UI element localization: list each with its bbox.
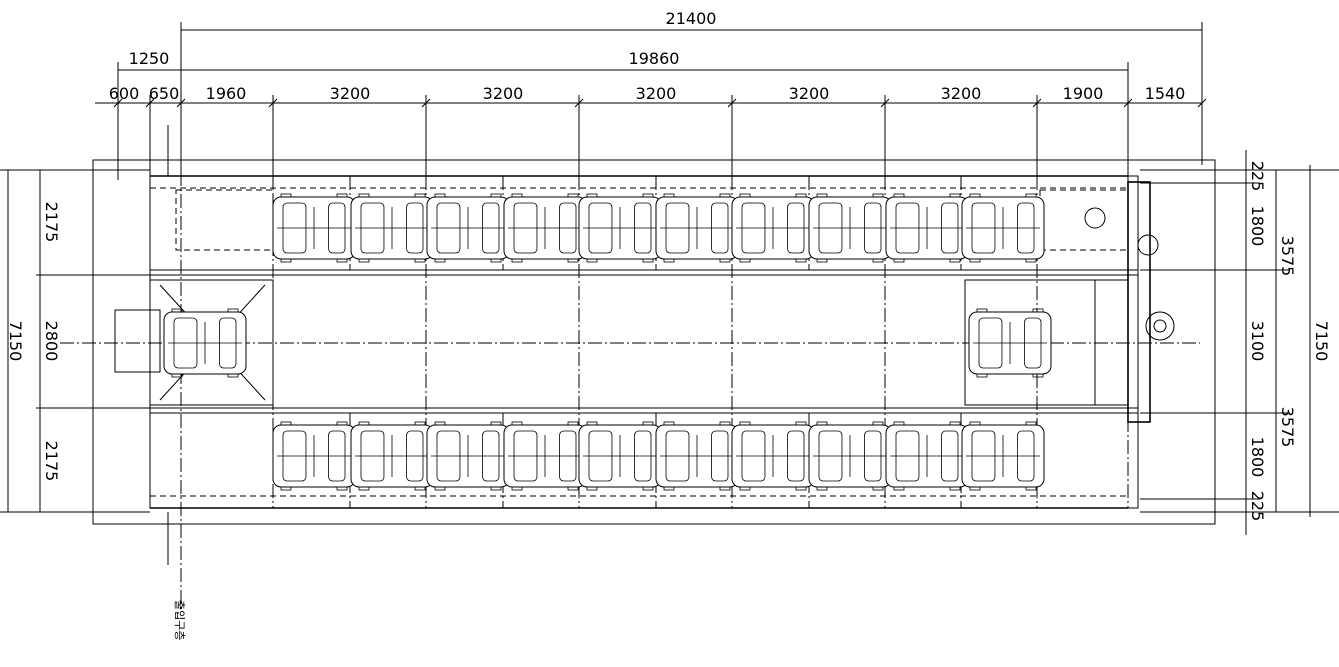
- dim-right-bottom-margin: 225: [1248, 491, 1267, 522]
- parked-car: [808, 421, 892, 491]
- dim-first-bay: 1960: [206, 84, 247, 103]
- dim-right-lower: 3575: [1278, 407, 1297, 448]
- parked-car: [272, 193, 356, 263]
- dim-right-top-margin: 225: [1248, 161, 1267, 192]
- dim-right-middle: 3100: [1248, 321, 1267, 362]
- dim-right-top-row: 1800: [1248, 206, 1267, 247]
- top-dimension-chains: 21400 1250 19860 600 650 1: [95, 9, 1207, 180]
- turntable-cars: [163, 308, 1052, 378]
- parked-car: [885, 421, 969, 491]
- dim-overall-width: 21400: [666, 9, 717, 28]
- dim-right-offset: 1540: [1145, 84, 1186, 103]
- left-dimension-chains: 7150 2175 2800 2175: [0, 169, 150, 513]
- parked-car: [503, 193, 587, 263]
- entrance-label: 출입구층: [173, 600, 186, 640]
- dim-last-bay: 1900: [1063, 84, 1104, 103]
- right-dimension-chains: 225 1800 3575 3100 3575 1800 225 7150: [1140, 150, 1339, 535]
- parked-car: [503, 421, 587, 491]
- parked-car: [350, 193, 434, 263]
- parked-car: [655, 421, 739, 491]
- parked-car: [808, 193, 892, 263]
- parked-car: [961, 421, 1045, 491]
- dim-left-middle: 2800: [42, 321, 61, 362]
- turntable-car: [163, 308, 247, 378]
- dim-right-overall: 7150: [1312, 321, 1331, 362]
- parked-car: [350, 421, 434, 491]
- dim-left-overall: 7150: [6, 321, 25, 362]
- dim-inner-width: 19860: [629, 49, 680, 68]
- parked-car: [885, 193, 969, 263]
- dim-bay-3: 3200: [636, 84, 677, 103]
- dim-bay-4: 3200: [789, 84, 830, 103]
- parked-car: [655, 193, 739, 263]
- dim-left-top: 2175: [42, 202, 61, 243]
- dim-bay-1: 3200: [330, 84, 371, 103]
- dim-left-offset: 1250: [129, 49, 170, 68]
- dim-right-upper: 3575: [1278, 236, 1297, 277]
- parked-car: [272, 421, 356, 491]
- dim-right-bottom-row: 1800: [1248, 437, 1267, 478]
- dim-left-a: 600: [109, 84, 140, 103]
- top-row-parked-cars: [272, 193, 1045, 263]
- parked-car: [578, 421, 662, 491]
- parked-car: [426, 193, 510, 263]
- parked-car: [578, 193, 662, 263]
- parked-car: [961, 193, 1045, 263]
- dim-bay-2: 3200: [483, 84, 524, 103]
- turntable-car: [968, 308, 1052, 378]
- parked-car: [426, 421, 510, 491]
- pit-structure: [60, 125, 1216, 610]
- dim-left-b: 650: [149, 84, 180, 103]
- dim-left-bottom: 2175: [42, 441, 61, 482]
- parked-car: [731, 193, 815, 263]
- parked-car: [731, 421, 815, 491]
- dim-bay-5: 3200: [941, 84, 982, 103]
- bottom-row-parked-cars: [272, 421, 1045, 491]
